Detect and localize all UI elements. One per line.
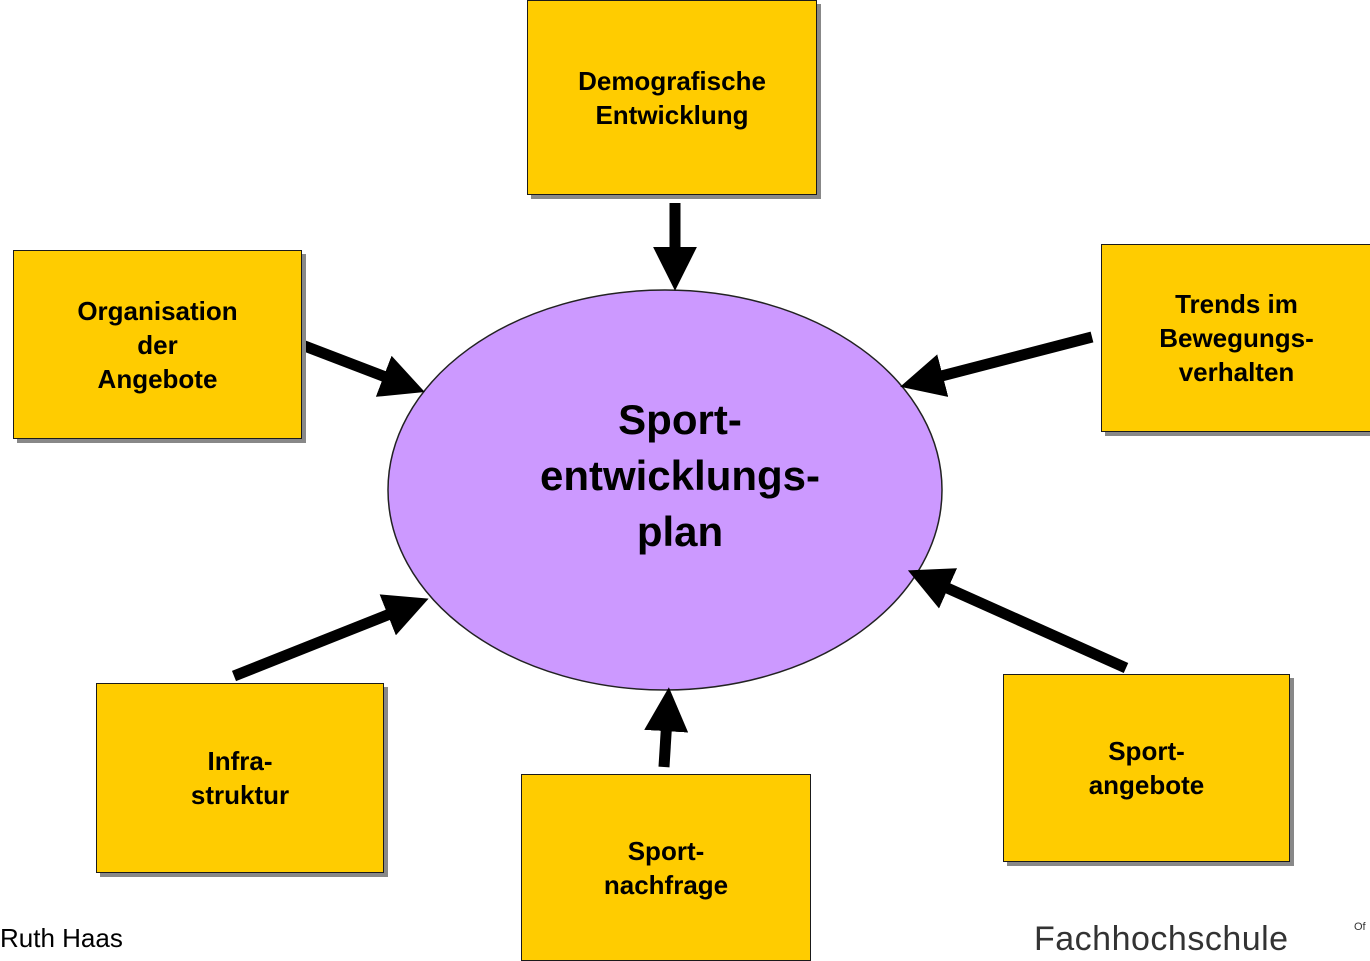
arrow-nachfrage <box>644 687 689 768</box>
box-infrastruktur: Infra- struktur <box>96 683 384 873</box>
arrow-trends <box>900 331 1094 397</box>
arrow-angebote <box>907 568 1129 674</box>
box-label: Demografische Entwicklung <box>578 65 766 130</box>
box-sportnachfrage: Sport- nachfrage <box>521 774 811 961</box>
arrow-infrastruktur <box>231 594 429 682</box>
box-label: Infra- struktur <box>190 746 290 810</box>
box-label: Organisation der Angebote <box>77 295 238 394</box>
institution-logo-mark: Of <box>1354 921 1366 933</box>
institution-logo-text: Fachhochschule <box>1034 920 1289 958</box>
arrow-organisation <box>300 339 425 397</box>
box-trends-im-bewegungsverhalten: Trends im Bewegungs- verhalten <box>1101 244 1370 432</box>
box-label: Sport- angebote <box>1088 736 1205 800</box>
author-name: Ruth Haas <box>0 923 123 953</box>
box-label: Trends im Bewegungs- verhalten <box>1159 289 1314 387</box>
box-label: Sport- nachfrage <box>603 835 729 900</box>
box-sportangebote: Sport- angebote <box>1003 674 1290 862</box>
box-organisation-der-angebote: Organisation der Angebote <box>13 250 302 439</box>
box-demografische-entwicklung: Demografische Entwicklung <box>527 0 817 195</box>
center-label: Sport- entwicklungs- plan <box>539 396 821 555</box>
